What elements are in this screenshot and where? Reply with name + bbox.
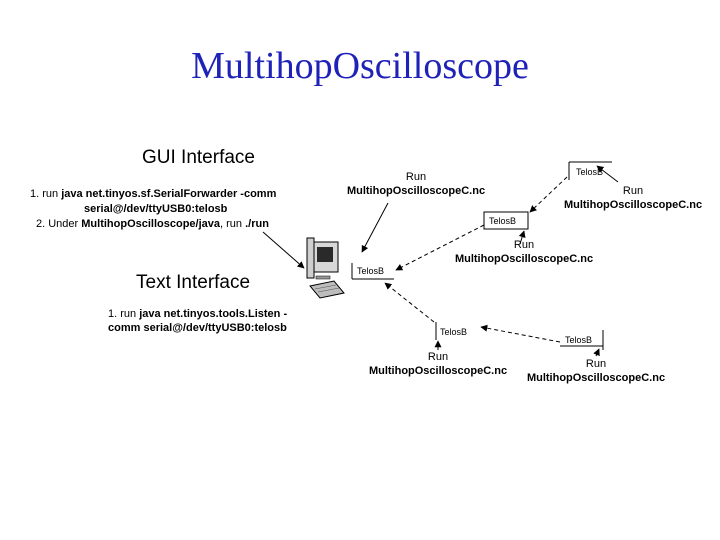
telosb-bottom-left-label: TelosB	[440, 327, 468, 337]
gui-step2-dir: MultihopOscilloscope/java	[81, 218, 221, 230]
arrow-run-to-bottom-right	[593, 348, 600, 357]
computer-icon	[306, 237, 345, 299]
run-label-top-center: Run MultihopOscilloscopeC.nc	[340, 170, 492, 198]
arrow-run-to-top-right	[596, 165, 619, 183]
run-word: Run	[513, 239, 535, 251]
gui-step2-line: 2. Under MultihopOscilloscope/java, run …	[36, 218, 269, 230]
run-command: MultihopOscilloscopeC.nc	[346, 185, 486, 197]
gui-interface-heading: GUI Interface	[142, 147, 255, 168]
telosb-bottom-right-label: TelosB	[565, 335, 593, 345]
text-step1-continuation: comm serial@/dev/ttyUSB0:telosb	[108, 322, 287, 334]
telosb-base-box	[351, 263, 394, 280]
text-step1-command: java net.tinyos.tools.Listen -	[139, 308, 288, 320]
telosb-bottom-right-box	[560, 330, 604, 350]
text-interface-heading: Text Interface	[136, 272, 251, 293]
gui-step1-command: java net.tinyos.sf.SerialForwarder -comm	[61, 188, 277, 200]
run-label-middle: Run MultihopOscilloscopeC.nc	[448, 238, 600, 266]
link-bottom-right-to-bottom-left	[480, 324, 561, 343]
arrow-interface-to-computer	[262, 231, 305, 269]
gui-step2-mid: , run	[220, 218, 246, 230]
gui-step1-line: 1. run java net.tinyos.sf.SerialForwarde…	[30, 188, 276, 200]
gui-step1-continuation: serial@/dev/ttyUSB0:telosb	[84, 203, 227, 215]
gui-step1-prefix: 1. run	[30, 188, 62, 200]
run-command: MultihopOscilloscopeC.nc	[368, 365, 508, 377]
link-top-right-to-middle	[529, 176, 568, 213]
arrow-run-to-middle	[518, 230, 526, 245]
run-command: MultihopOscilloscopeC.nc	[563, 199, 703, 211]
telosb-middle-label: TelosB	[489, 216, 517, 226]
run-command: MultihopOscilloscopeC.nc	[526, 372, 666, 384]
run-label-bottom-left: Run MultihopOscilloscopeC.nc	[362, 350, 514, 378]
text-step1-prefix: 1. run	[108, 308, 140, 320]
page-title: MultihopOscilloscope	[191, 45, 529, 87]
run-word: Run	[622, 185, 644, 197]
arrow-run-to-base	[361, 202, 389, 253]
telosb-top-right-label: TelosB	[576, 167, 604, 177]
telosb-middle-box	[483, 211, 529, 230]
link-bottom-left-to-base	[384, 282, 435, 323]
gui-step2-run: ./run	[245, 218, 269, 230]
run-label-top-right: Run MultihopOscilloscopeC.nc	[557, 184, 709, 212]
gui-step2-prefix: 2. Under	[36, 218, 82, 230]
run-label-bottom-right: Run MultihopOscilloscopeC.nc	[520, 357, 672, 385]
link-middle-to-base	[395, 224, 485, 271]
run-word: Run	[585, 358, 607, 370]
telosb-top-right-box	[568, 161, 612, 180]
run-word: Run	[427, 351, 449, 363]
telosb-base-label: TelosB	[357, 266, 385, 276]
text-step1-line: 1. run java net.tinyos.tools.Listen -	[108, 308, 287, 320]
text-step1-serial: comm serial@/dev/ttyUSB0:telosb	[108, 322, 287, 334]
run-word: Run	[405, 171, 427, 183]
gui-step1-serial: serial@/dev/ttyUSB0:telosb	[84, 203, 228, 215]
run-command: MultihopOscilloscopeC.nc	[454, 253, 594, 265]
